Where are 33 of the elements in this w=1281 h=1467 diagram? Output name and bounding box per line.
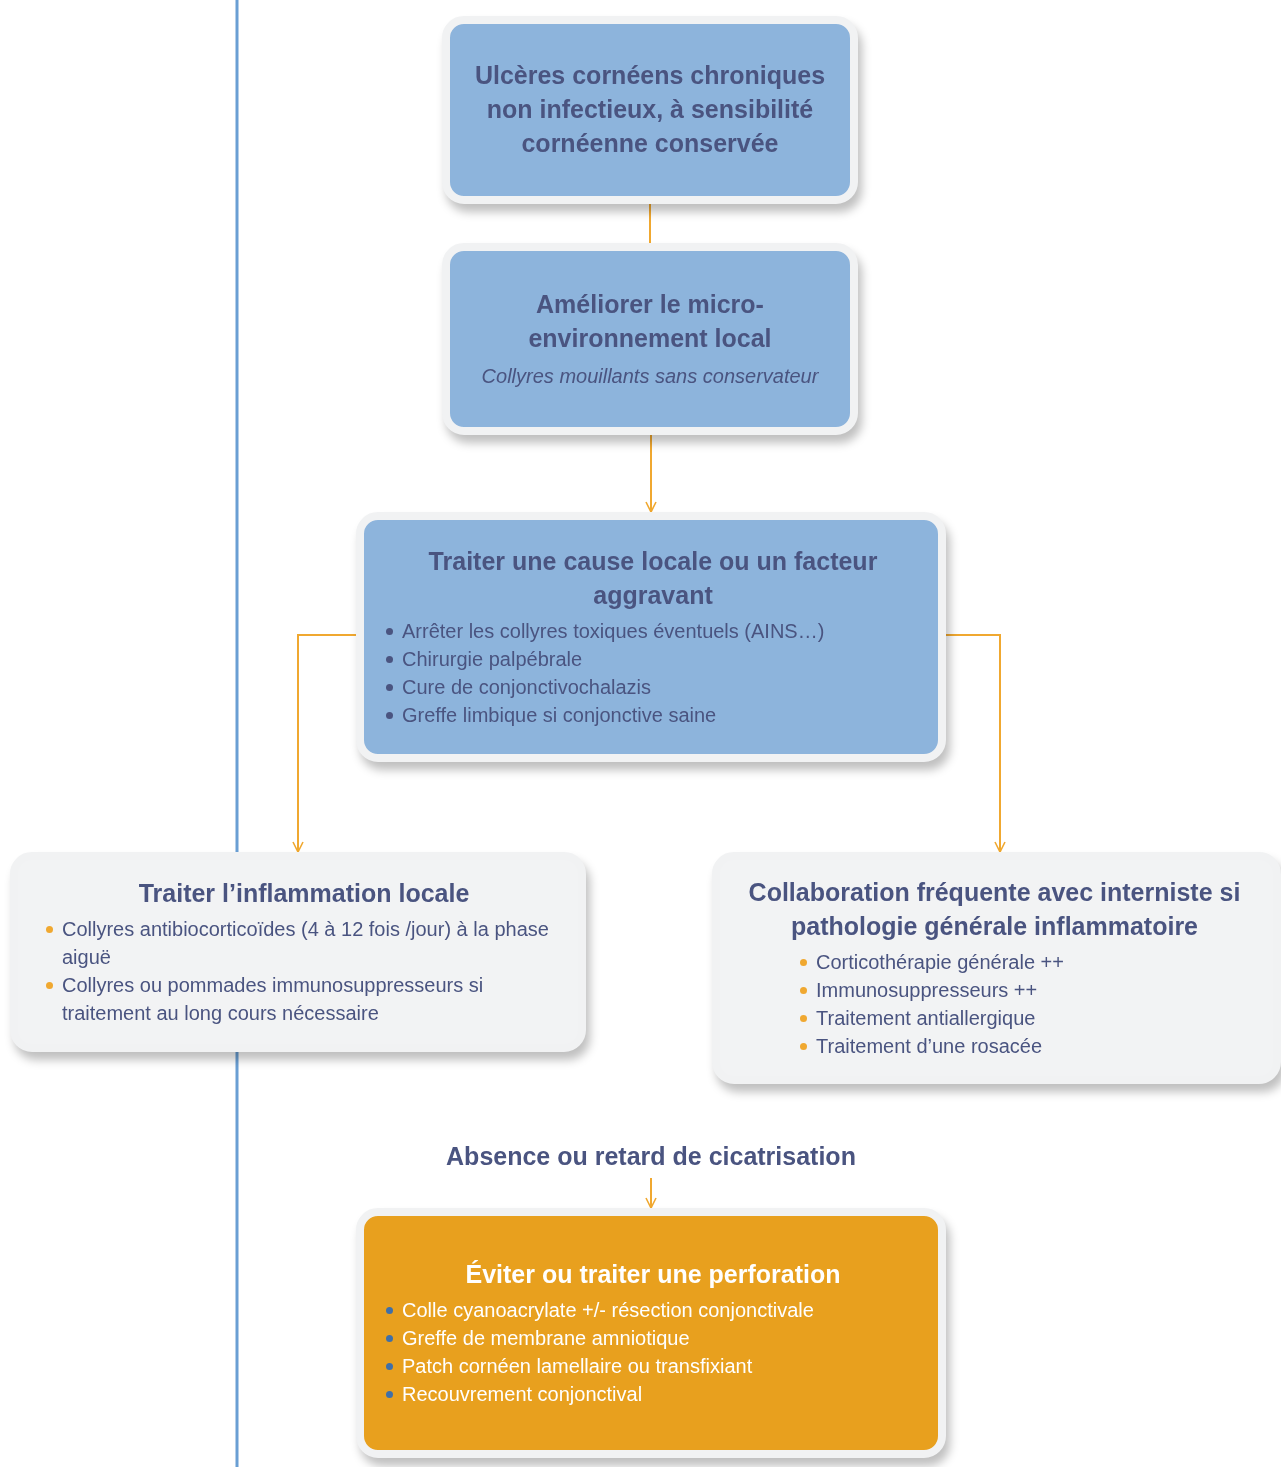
bullet-item: Cure de conjonctivochalazis xyxy=(402,674,652,700)
process-box xyxy=(712,852,1281,1084)
process-box xyxy=(356,512,946,762)
box-heading: Traiter une cause locale ou un facteur aggravant xyxy=(427,546,879,611)
bullet-item: Recouvrement conjonctival xyxy=(402,1381,643,1407)
bullet-item: Traitement d’une rosacée xyxy=(816,1033,1043,1059)
box-heading: Améliorer le micro-environnement local xyxy=(527,289,773,354)
box-heading: Absence ou retard de cicatrisation xyxy=(446,1141,856,1173)
bullet-item: Patch cornéen lamellaire ou transfixiant xyxy=(402,1353,753,1379)
box-heading: Collaboration fréquente avec interniste si pathologie générale inflammatoire xyxy=(747,877,1242,942)
process-box xyxy=(356,1208,946,1458)
bullet-item: Collyres antibiocorticoïdes (4 à 12 fois /jour) à la phase aiguë xyxy=(62,916,550,970)
bullet-item: Arrêter les collyres toxiques éventuels (AINS…) xyxy=(402,618,825,644)
bullet-item: Chirurgie palpébrale xyxy=(402,646,583,672)
bullet-item: Greffe de membrane amniotique xyxy=(402,1325,690,1351)
process-box xyxy=(10,852,586,1052)
box-heading: Éviter ou traiter une perforation xyxy=(465,1259,841,1291)
bullet-item: Colle cyanoacrylate +/- résection conjonctivale xyxy=(402,1297,814,1323)
box-subtitle: Collyres mouillants sans conservateur xyxy=(481,363,819,389)
arrow xyxy=(292,634,357,853)
box-heading: Traiter l’inflammation locale xyxy=(138,878,470,910)
bullet-item: Greffe limbique si conjonctive saine xyxy=(402,702,717,728)
process-box xyxy=(442,243,858,435)
process-box xyxy=(442,16,858,204)
arrow xyxy=(945,634,1006,853)
bullet-item: Traitement antiallergique xyxy=(816,1005,1036,1031)
arrow xyxy=(645,434,657,513)
box-heading: Ulcères cornéens chroniques non infectieux, à sensibilité cornéenne conservée xyxy=(473,60,827,159)
bullet-item: Immunosuppresseurs ++ xyxy=(816,977,1038,1003)
connector-line xyxy=(649,203,651,244)
bullet-item: Collyres ou pommades immunosuppresseurs si traitement au long cours nécessaire xyxy=(62,972,485,1026)
bullet-item: Corticothérapie générale ++ xyxy=(816,949,1064,975)
arrow xyxy=(645,1177,657,1209)
